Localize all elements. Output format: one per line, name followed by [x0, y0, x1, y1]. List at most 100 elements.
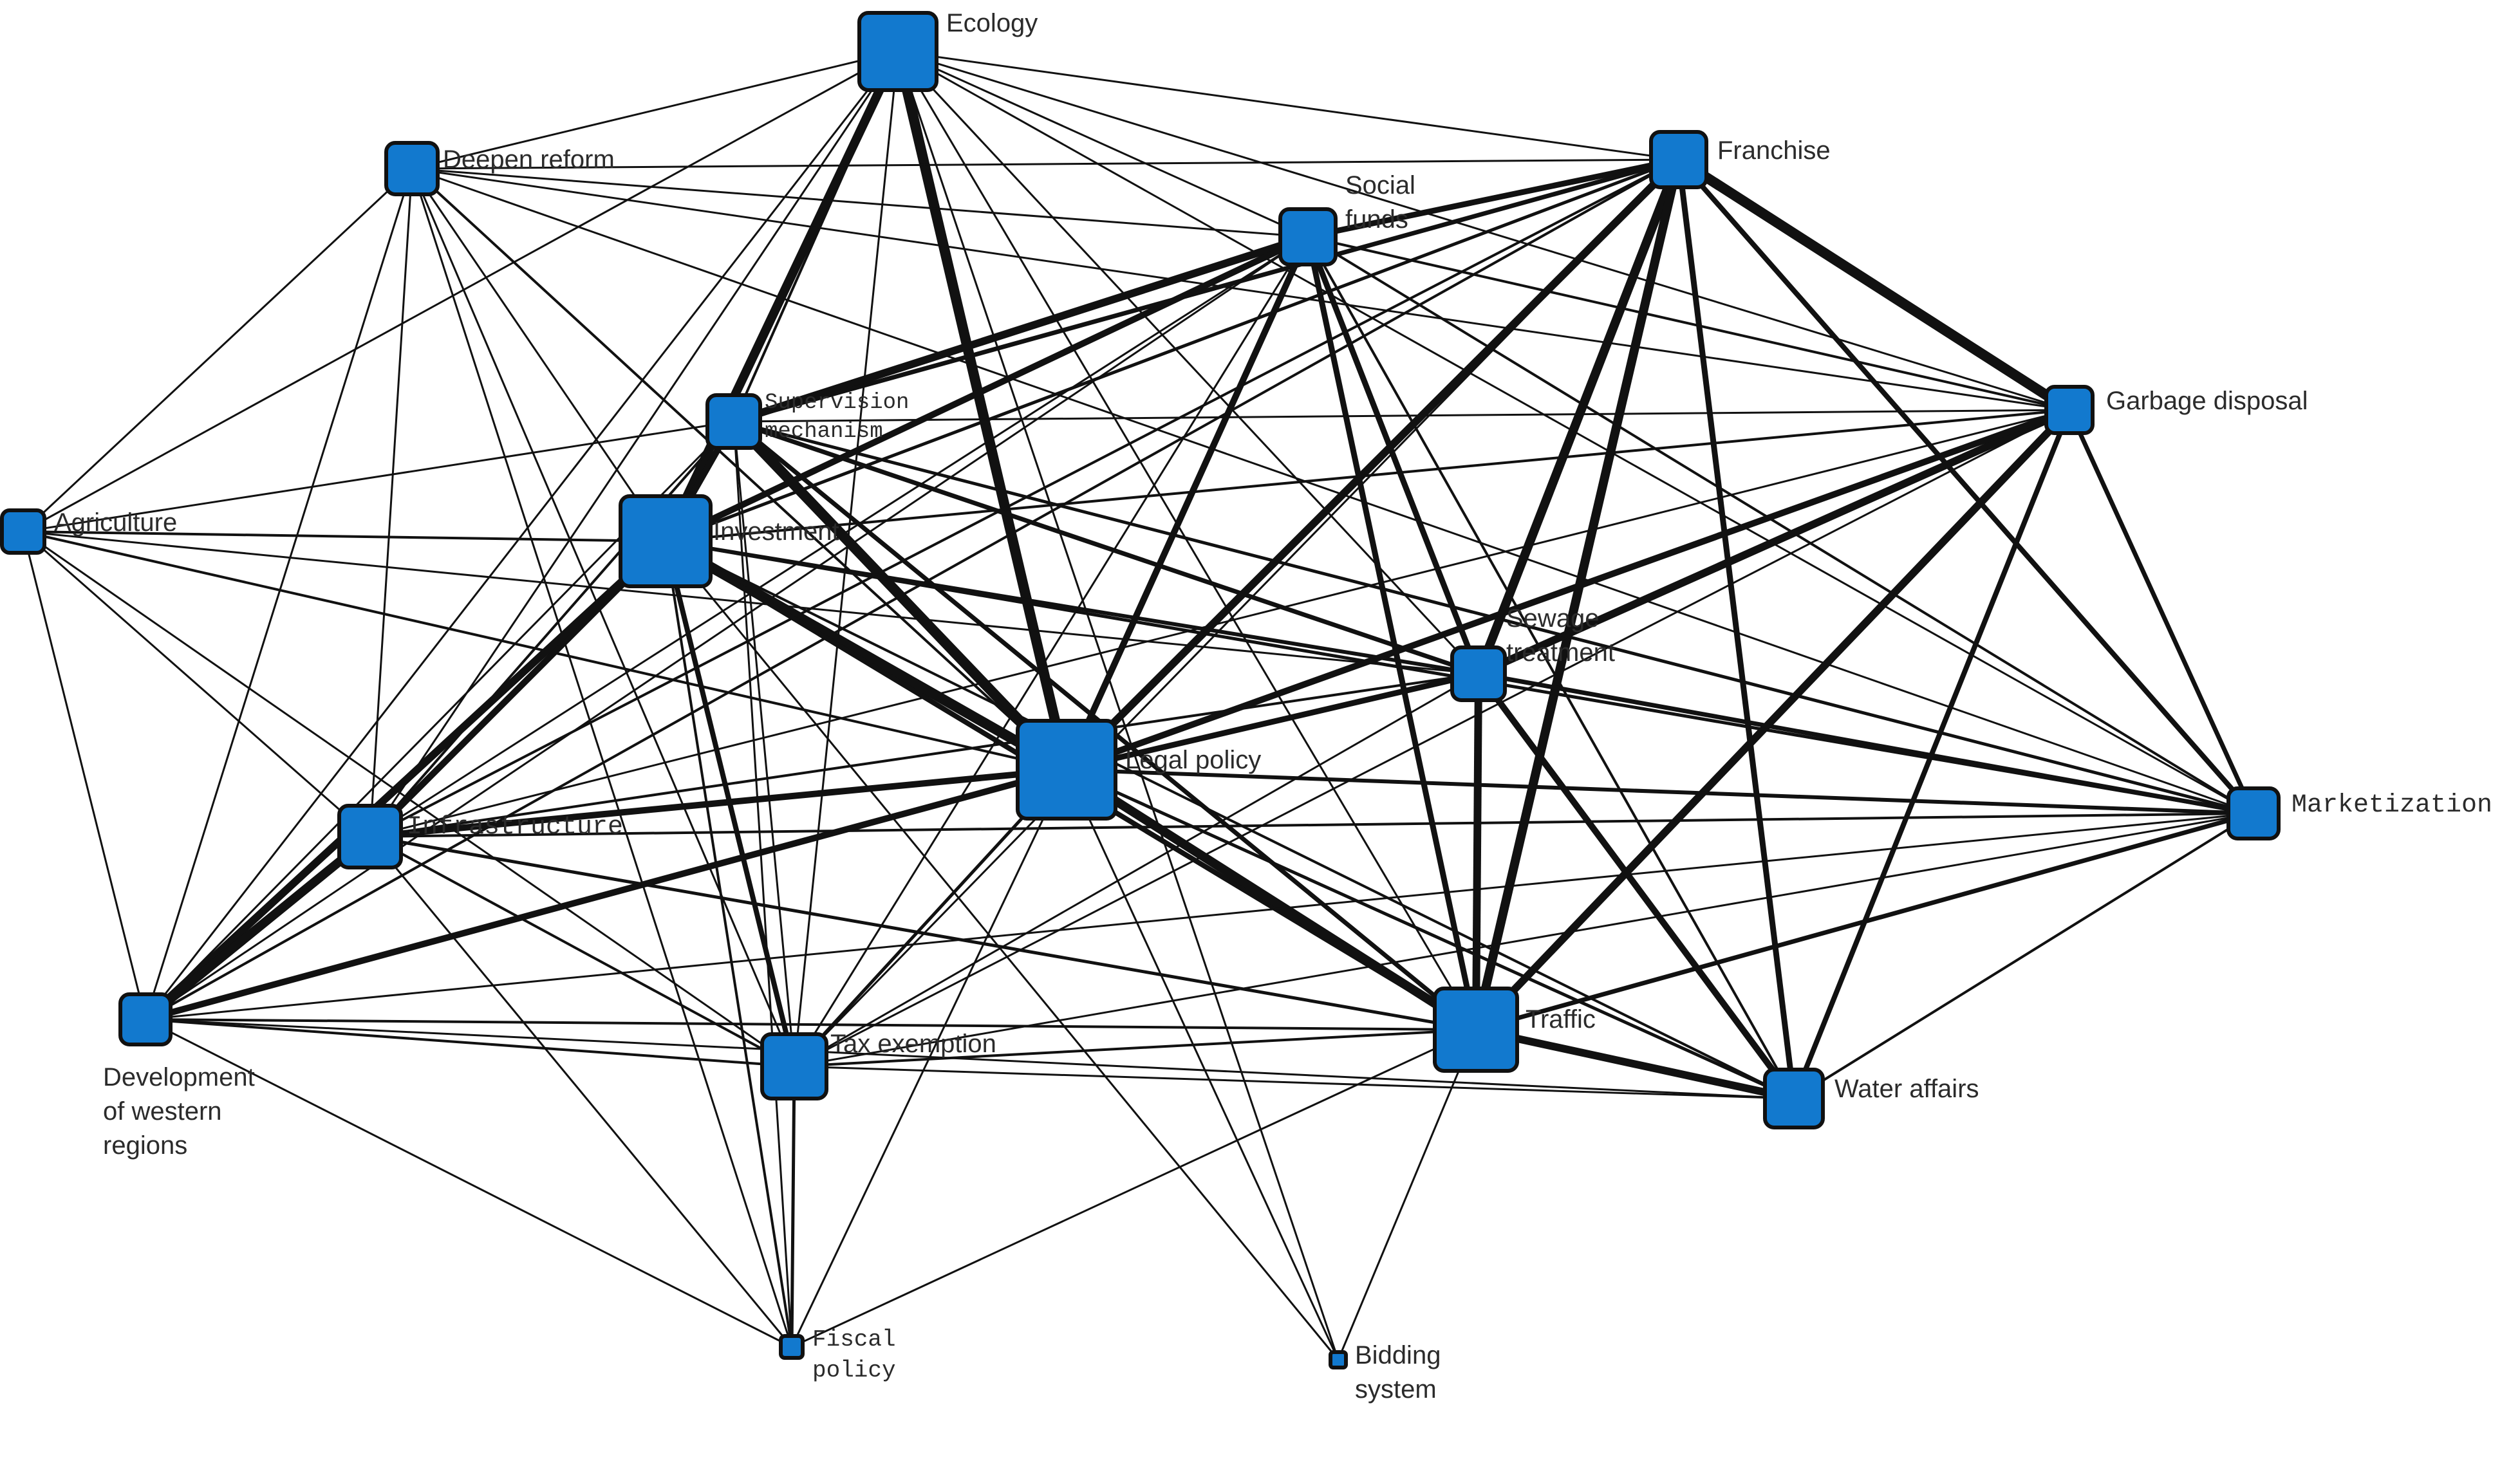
node-label-agriculture: Agriculture: [54, 508, 178, 537]
graph-node-development_western[interactable]: [118, 992, 173, 1046]
graph-edge: [1471, 158, 1683, 1031]
node-label-sewage_treatment: Sewage treatment: [1506, 604, 1615, 667]
graph-edge: [23, 420, 734, 533]
graph-node-infrastructure[interactable]: [337, 804, 403, 869]
graph-edge: [369, 420, 735, 838]
graph-edge: [145, 236, 1309, 1021]
graph-edge: [733, 421, 796, 1067]
graph-node-garbage_disposal[interactable]: [2044, 385, 2095, 435]
graph-node-fiscal_policy[interactable]: [779, 1334, 805, 1360]
graph-node-tax_exemption[interactable]: [760, 1032, 828, 1100]
graph-edge: [23, 530, 666, 543]
graph-node-legal_policy[interactable]: [1016, 719, 1117, 821]
graph-edge: [791, 1028, 1477, 1348]
graph-edge: [23, 50, 899, 533]
graph-node-agriculture[interactable]: [0, 508, 46, 555]
graph-edge: [794, 1028, 1477, 1068]
graph-edge: [411, 50, 899, 170]
node-label-water_affairs: Water affairs: [1834, 1075, 1979, 1103]
nodes-layer: [0, 11, 2281, 1369]
graph-edge: [790, 1066, 796, 1348]
graph-edge: [411, 168, 793, 1348]
node-label-investment: Investment: [713, 517, 839, 546]
graph-edge: [1475, 1026, 1795, 1102]
graph-edge: [369, 766, 1067, 840]
graph-edge: [145, 1018, 792, 1348]
graph-edge: [665, 158, 1679, 543]
graph-node-water_affairs[interactable]: [1763, 1068, 1825, 1129]
graph-node-investment[interactable]: [619, 494, 713, 588]
graph-edge: [665, 409, 2070, 543]
graph-edge: [142, 833, 373, 1023]
node-label-marketization: Marketization: [2291, 791, 2493, 820]
graph-edge: [1473, 407, 2073, 1033]
node-label-franchise: Franchise: [1717, 136, 1831, 165]
graph-edge: [897, 50, 1309, 238]
graph-node-traffic[interactable]: [1433, 987, 1519, 1073]
graph-edge: [369, 673, 1479, 838]
graph-edge: [733, 420, 2254, 815]
graph-edge: [1472, 673, 1482, 1030]
node-label-garbage_disposal: Garbage disposal: [2106, 387, 2308, 415]
graph-edge: [794, 1065, 1795, 1100]
graph-edge: [142, 538, 669, 1023]
graph-edge: [145, 1018, 1795, 1100]
graph-edge: [1675, 159, 1797, 1099]
graph-edge: [411, 168, 796, 1067]
graph-edge: [1307, 236, 1795, 1099]
graph-edge: [793, 236, 1309, 1067]
graph-edge: [145, 1018, 795, 1068]
graph-edge: [794, 673, 1479, 1068]
graph-edge: [1475, 811, 2254, 1032]
graph-edge: [733, 157, 1679, 424]
graph-edge: [369, 812, 2254, 838]
graph-node-bidding_system[interactable]: [1329, 1350, 1348, 1369]
graph-node-deepen_reform[interactable]: [384, 141, 440, 196]
graph-edge: [661, 49, 902, 544]
node-label-bidding_system: Bidding system: [1355, 1341, 1441, 1404]
graph-edge: [1065, 769, 1339, 1360]
graph-node-franchise[interactable]: [1649, 130, 1708, 189]
graph-edge: [369, 835, 1477, 1032]
graph-node-social_funds[interactable]: [1278, 207, 1338, 266]
graph-edge: [733, 409, 2070, 423]
graph-edge: [369, 835, 795, 1068]
graph-edge: [411, 158, 1679, 170]
graph-node-supervision_mechanism[interactable]: [705, 393, 762, 450]
graph-edge: [411, 167, 1068, 771]
graph-edge: [369, 51, 899, 837]
graph-edge: [665, 540, 1795, 1100]
graph-edge: [145, 1018, 1477, 1031]
graph-edge: [411, 167, 1309, 238]
graph-edge: [1063, 235, 1311, 772]
graph-edge: [369, 409, 2070, 838]
graph-edge: [1307, 236, 2255, 815]
graph-edge: [1477, 406, 2071, 678]
graph-edge: [1307, 236, 2070, 411]
graph-node-sewage_treatment[interactable]: [1450, 645, 1507, 702]
graph-edge: [144, 51, 899, 1020]
graph-node-marketization[interactable]: [2226, 786, 2281, 840]
graph-edge: [2067, 409, 2256, 815]
graph-edge: [369, 836, 793, 1348]
graph-edge: [1475, 672, 1797, 1100]
graph-edge: [733, 421, 793, 1348]
graph-edge: [793, 158, 1680, 1068]
graph-edge: [733, 233, 1309, 425]
graph-edge: [897, 51, 1339, 1360]
node-label-development_western: Development of western regions: [103, 1063, 255, 1160]
graph-edge: [897, 50, 1480, 675]
graph-edge: [897, 50, 1679, 161]
graph-edge: [794, 812, 2254, 1068]
graph-edge: [369, 168, 413, 837]
graph-edge: [22, 531, 147, 1020]
graph-edge: [664, 234, 1310, 544]
node-label-ecology: Ecology: [946, 9, 1038, 37]
graph-edge: [1337, 1029, 1477, 1360]
node-label-legal_policy: Legal policy: [1125, 746, 1262, 774]
graph-edge: [23, 530, 371, 838]
graph-edge: [897, 51, 1477, 1030]
graph-edge: [411, 167, 2070, 411]
graph-node-ecology[interactable]: [857, 11, 938, 92]
